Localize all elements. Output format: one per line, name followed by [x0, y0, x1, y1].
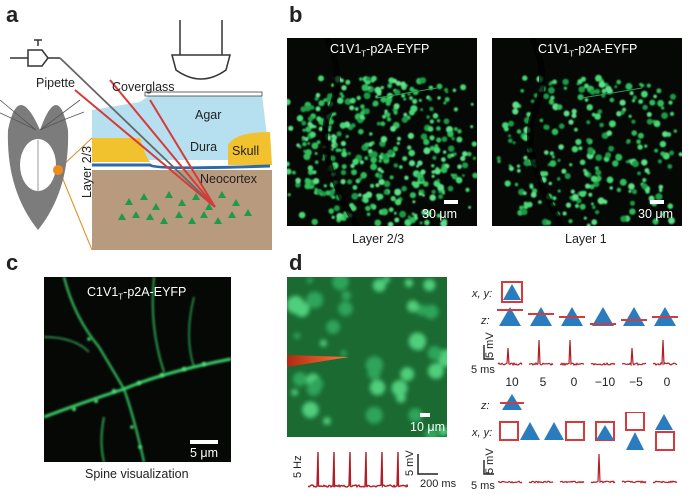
z-value-label: −5 [629, 375, 643, 389]
z-series-traces [497, 339, 678, 367]
caption-spine-visualization: Spine visualization [85, 467, 189, 481]
image-label-b-left: C1V1T-p2A-EYFP [330, 42, 430, 59]
coverglass [144, 91, 263, 97]
light-beams [74, 79, 216, 208]
micrograph-layer-2-3 [287, 38, 477, 226]
label-trace-mv: 5 mV [404, 450, 416, 476]
dura-line [92, 163, 271, 170]
label-layer-2-3: Layer 2/3 [80, 145, 94, 198]
label-xy-mv: 5 mV [484, 448, 496, 474]
scale-label-b-left: 30 μm [422, 207, 457, 221]
label-trace-ms: 200 ms [420, 478, 457, 490]
scale-bar-c [190, 440, 218, 444]
micrograph-spines [44, 277, 231, 462]
scale-label-b-right: 30 μm [638, 207, 673, 221]
label-z-mv: 5 mV [484, 332, 496, 358]
trace-5hz-train [308, 451, 408, 489]
neuron-cluster [118, 191, 252, 224]
label-z-ms: 5 ms [471, 364, 495, 376]
label-coverglass: Coverglass [112, 80, 175, 94]
scale-label-c: 5 μm [190, 446, 219, 460]
z-values-row: 10 5 0 −10 −5 0 [496, 375, 692, 391]
label-xy-bottom: x, y: [472, 427, 493, 439]
mouse-head-icon [0, 99, 85, 230]
scale-bar-b-right [650, 200, 664, 204]
label-xy-top: x, y: [472, 288, 493, 300]
z-bottom-triangle [500, 394, 524, 410]
xy-series-traces [497, 453, 678, 484]
caption-layer-1: Layer 1 [565, 232, 607, 246]
skull-right [228, 132, 272, 165]
panel-a-schematic [0, 20, 272, 250]
label-agar: Agar [195, 108, 222, 122]
xy-square-top [501, 281, 523, 303]
pipette-holder-icon [10, 39, 60, 67]
label-dura: Dura [190, 140, 218, 154]
objective-icon [171, 20, 231, 80]
scale-bar-trace-train [417, 454, 438, 475]
xy-series [499, 412, 675, 451]
micrograph-layer-1 [492, 38, 682, 226]
label-skull: Skull [232, 144, 260, 158]
label-neocortex: Neocortex [200, 172, 257, 186]
image-label-b-right: C1V1T-p2A-EYFP [538, 42, 638, 59]
z-value-label: 0 [570, 375, 578, 389]
pipette [59, 57, 216, 208]
label-pipette: Pipette [36, 76, 75, 90]
micrograph-patch [287, 277, 447, 437]
z-value-label: 0 [663, 375, 671, 389]
panel-d-letter: d [289, 250, 303, 275]
panel-c-letter: c [6, 250, 19, 275]
label-5hz: 5 Hz [292, 455, 304, 478]
z-value-label: −10 [594, 375, 616, 389]
scale-bar-b-left [444, 200, 458, 204]
label-z-bottom: z: [481, 400, 490, 412]
z-series-triangles [497, 307, 678, 326]
scale-label-d: 10 μm [410, 420, 445, 434]
image-label-c: C1V1T-p2A-EYFP [87, 285, 187, 302]
skull-left [92, 138, 150, 162]
panel-b-letter: b [289, 2, 303, 27]
label-z-top: z: [481, 315, 490, 327]
panel-a-letter: a [6, 2, 19, 27]
scale-bar-d [420, 413, 430, 417]
caption-layer-2-3: Layer 2/3 [352, 232, 405, 246]
z-value-label: 10 [505, 375, 519, 389]
z-value-label: 5 [539, 375, 547, 389]
scale-bar-z-traces [483, 345, 494, 360]
scale-bar-xy-traces [483, 460, 494, 475]
brain-tissue [92, 170, 272, 250]
label-xy-ms: 5 ms [471, 480, 495, 492]
